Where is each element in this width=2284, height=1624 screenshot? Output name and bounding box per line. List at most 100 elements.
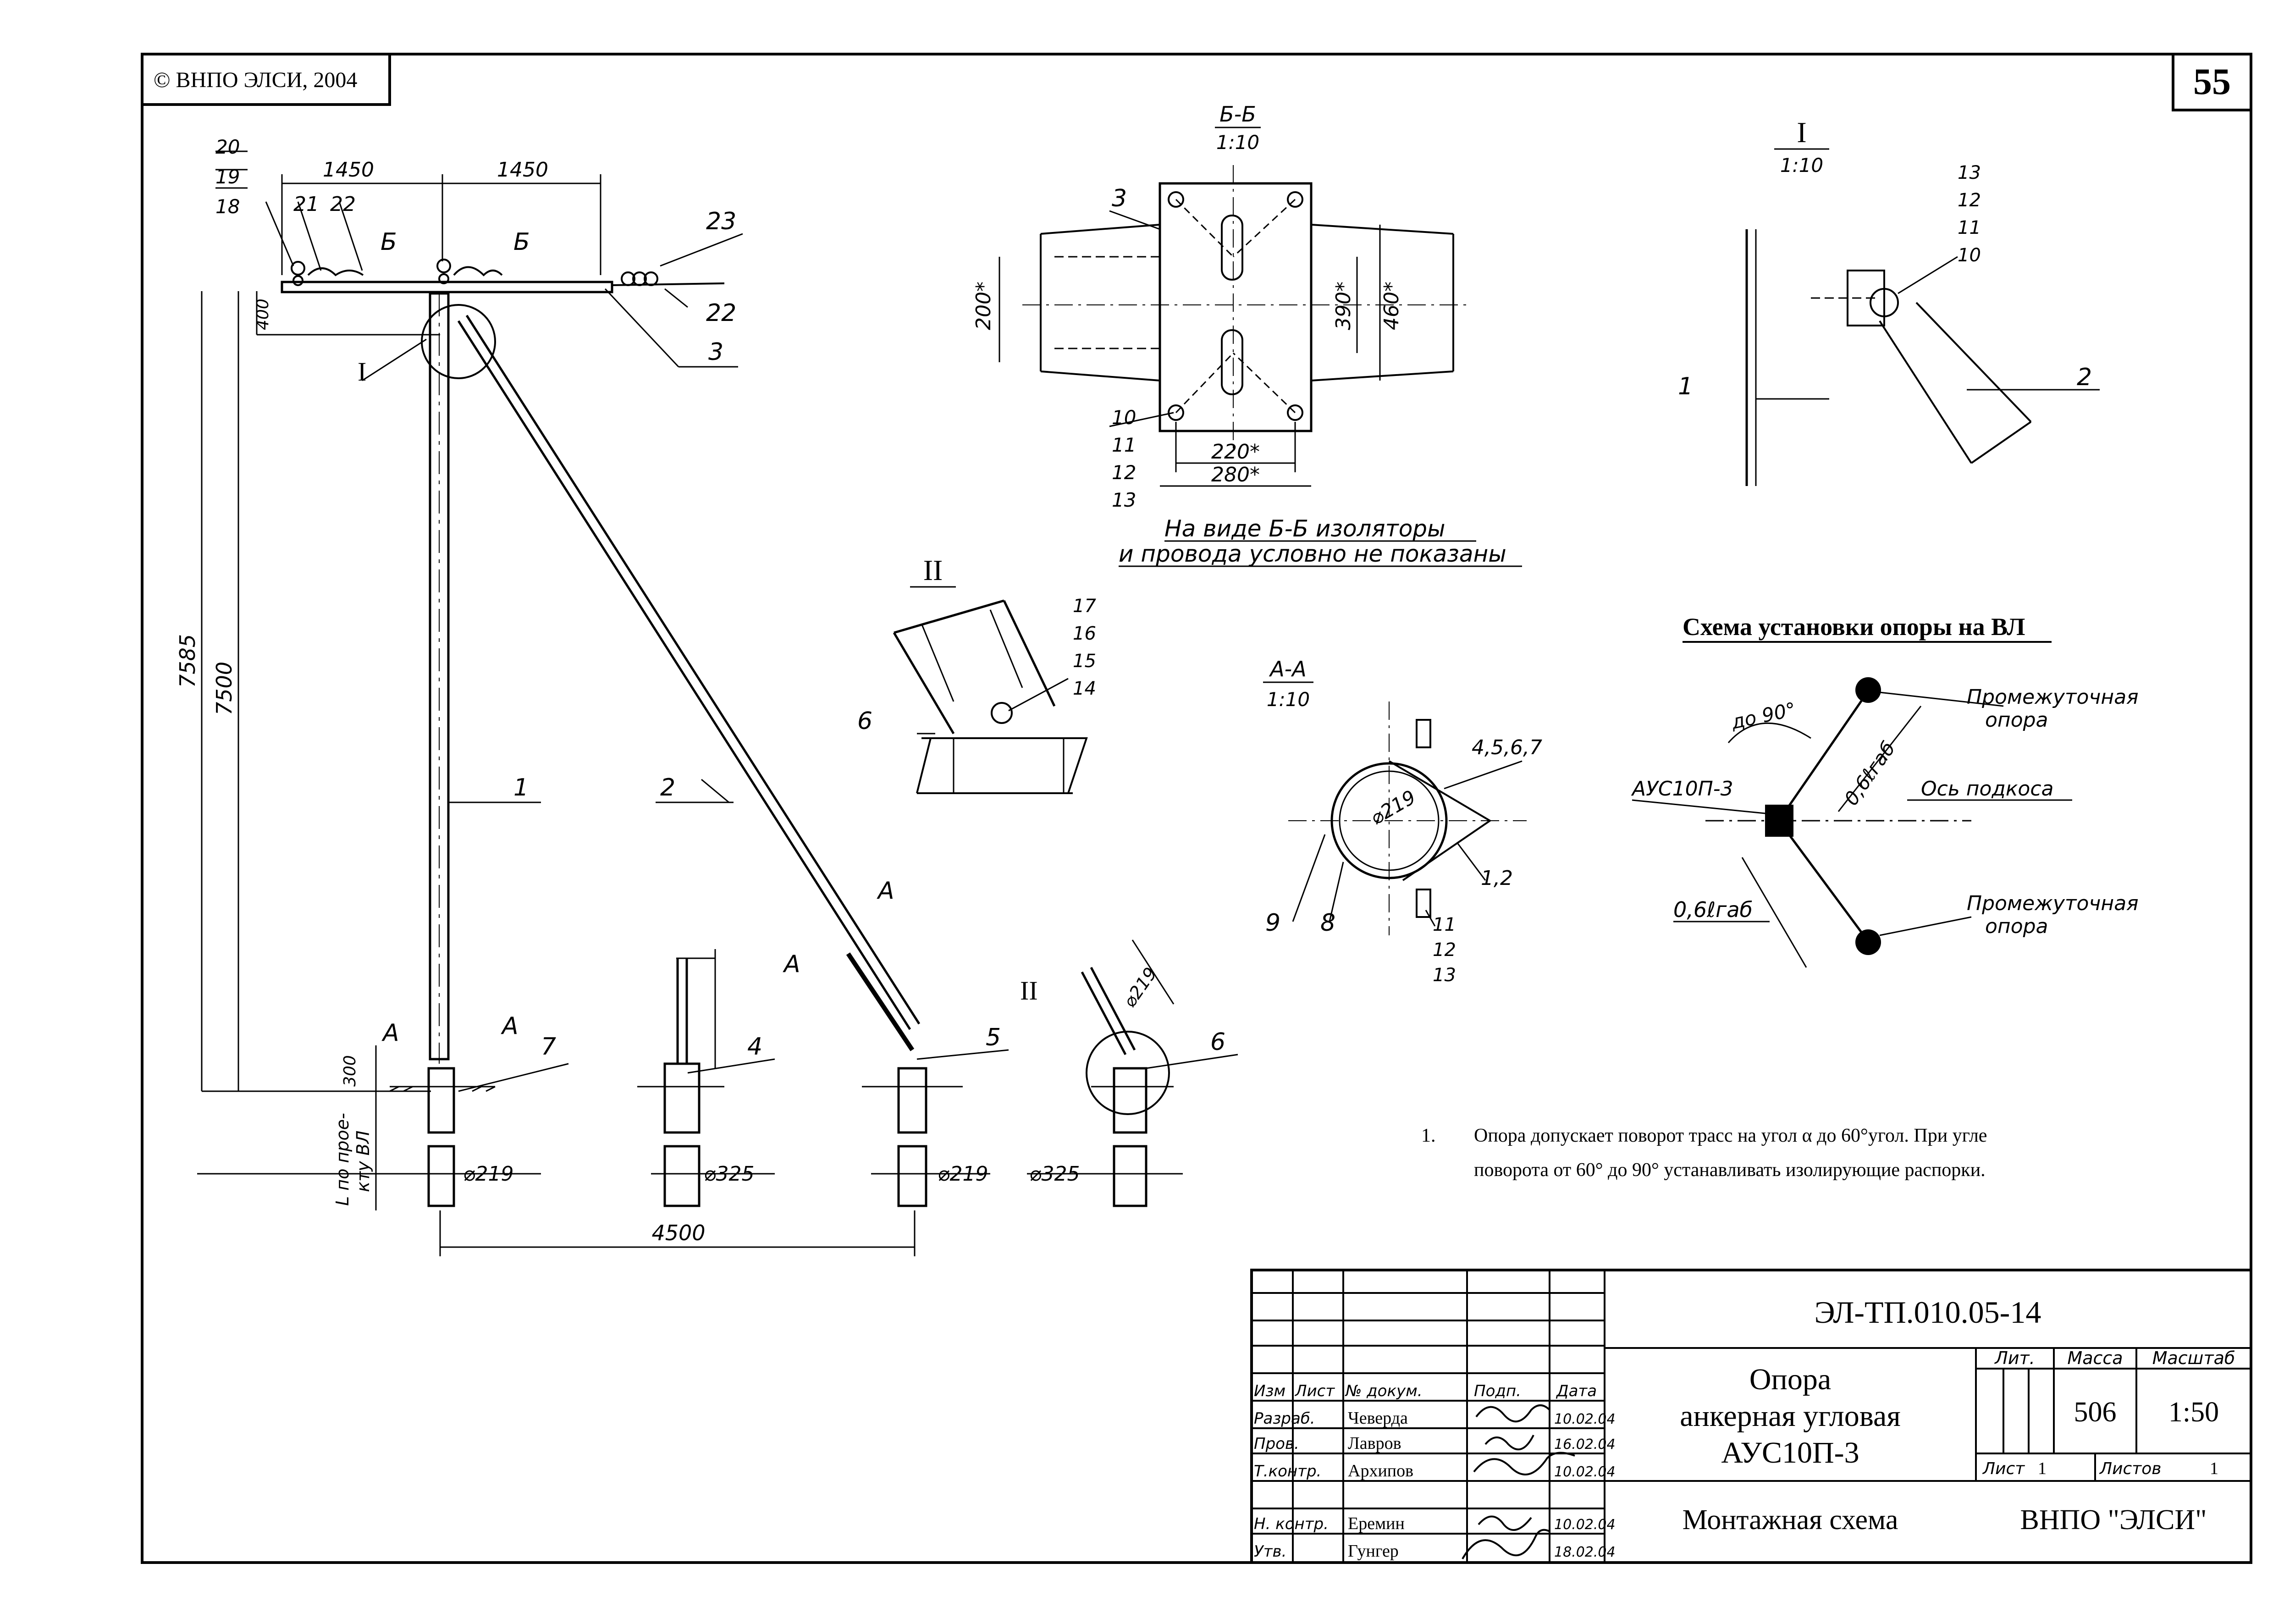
view-I: I 1:10 1 2 10 11 12 13: [1678, 116, 2100, 486]
insulator-left: [291, 261, 364, 286]
dim-base: 4500: [651, 1221, 705, 1245]
section-aa-diam: ⌀219: [1367, 785, 1420, 829]
pos-1-main: 1: [513, 774, 529, 801]
date-row-6: 18.02.04: [1554, 1544, 1616, 1560]
sheet-number: 55: [2193, 61, 2231, 102]
col-header-izm: Изм: [1254, 1382, 1285, 1400]
dim-right-half: 1450: [497, 158, 548, 182]
pos-16-view-II: 16: [1073, 623, 1096, 644]
detail-6: [1081, 967, 1174, 1207]
scheme-intermediate-bottom-marker: [1855, 929, 1881, 955]
pos-3-main: 3: [708, 338, 723, 366]
dimensions-main: [197, 174, 1183, 1256]
pos-2-view-I: 2: [2077, 364, 2092, 391]
pos-5-main: 5: [986, 1024, 1001, 1051]
sheets-value: 1: [2210, 1459, 2218, 1478]
scheme-intermediate-bottom-2: опора: [1985, 915, 2048, 938]
pos-8-aa: 8: [1320, 909, 1335, 937]
section-bb-title: Б-Б: [1219, 102, 1256, 127]
scale-value: 1:50: [2168, 1397, 2219, 1428]
scheme-intermediate-bottom-1: Промежуточная: [1967, 892, 2139, 915]
name-row-2: Лавров: [1348, 1434, 1401, 1453]
mass-header: Масса: [2067, 1348, 2123, 1368]
scheme-intermediate-top-1: Промежуточная: [1967, 685, 2139, 709]
diam-detail-6: ⌀325: [1029, 1162, 1080, 1186]
diam-detail-II: ⌀219: [1119, 964, 1161, 1011]
callout-label-I: I: [358, 357, 366, 387]
pos-11-aa: 11: [1433, 914, 1456, 935]
section-bb-plate: [1159, 182, 1313, 432]
pos-11-view-I: 11: [1958, 217, 1981, 238]
section-aa: А-А 1:10 ⌀219 4,5,6,7 1,2 8 9 11 12 13: [1263, 657, 1542, 986]
pos-3-bb: 3: [1112, 185, 1127, 212]
role-row-2: Пров.: [1254, 1435, 1299, 1453]
section-mark-b-right: Б: [513, 228, 530, 256]
pos-22-main: 22: [330, 193, 356, 216]
name-row-6: Гунгер: [1348, 1541, 1399, 1561]
col-header-date: Дата: [1556, 1382, 1597, 1400]
insulator-middle: [436, 259, 503, 284]
note-number: 1.: [1421, 1125, 1436, 1146]
lit-header: Лит.: [1994, 1348, 2035, 1368]
pos-19-main: 19: [215, 166, 240, 188]
view-I-scale: 1:10: [1780, 154, 1823, 177]
dim-left-half: 1450: [323, 158, 374, 182]
col-header-doc: № докум.: [1345, 1382, 1423, 1400]
pos-18-main: 18: [215, 195, 240, 218]
name-row-1: Чеверда: [1348, 1409, 1408, 1428]
section-bb-note-2: и провода условно не показаны: [1119, 541, 1506, 567]
pos-4567-aa: 4,5,6,7: [1472, 736, 1542, 759]
diam-brace: ⌀219: [938, 1162, 988, 1186]
pos-13-view-I: 13: [1958, 162, 1981, 183]
pos-1-view-I: 1: [1678, 373, 1693, 400]
pos-20-main: 20: [215, 136, 240, 158]
section-mark-b-left: Б: [381, 228, 397, 256]
scheme-span-top: 0,6ℓгаб: [1840, 737, 1900, 809]
pos-4-main: 4: [747, 1033, 762, 1061]
scheme-angle: до 90°: [1729, 698, 1798, 734]
foundation-brace: [862, 1067, 963, 1207]
scheme-support-marker: [1765, 805, 1793, 837]
date-row-2: 16.02.04: [1554, 1436, 1616, 1453]
pos-14-view-II: 14: [1073, 678, 1096, 699]
col-header-list: Лист: [1294, 1382, 1335, 1400]
pos-22-right: 22: [706, 299, 736, 327]
dim-460: 460*: [1380, 282, 1403, 330]
sheet-frame: [141, 53, 2252, 1564]
pos-2-main: 2: [660, 774, 675, 801]
note-line-1: Опора допускает поворот трасс на угол α …: [1474, 1125, 1987, 1146]
section-mark-a-brace-left: А: [783, 950, 800, 978]
name-row-3: Архипов: [1348, 1461, 1413, 1480]
dim-390: 390*: [1332, 282, 1355, 330]
section-bb: Б-Б 1:10 200* 390* 460* 220* 280*: [972, 102, 1522, 567]
pos-12b-aa: 12: [1433, 939, 1456, 961]
notes: 1. Опора допускает поворот трасс на угол…: [1421, 1125, 1987, 1181]
scheme-support-label: АУС10П-3: [1631, 777, 1733, 801]
name-row-5: Еремин: [1348, 1514, 1405, 1533]
note-line-2: поворота от 60° до 90° устанавливать изо…: [1474, 1160, 1986, 1181]
pos-12-view-I: 12: [1958, 190, 1981, 211]
doc-code: ЭЛ-ТП.010.05-14: [1815, 1295, 2041, 1330]
pos-23-main: 23: [706, 208, 736, 235]
detail-4: [637, 949, 724, 1207]
pos-7-main: 7: [541, 1033, 556, 1061]
organization: ВНПО "ЭЛСИ": [2020, 1504, 2207, 1536]
view-II: II 6 14 15 16 17: [857, 554, 1096, 794]
view-I-title: I: [1797, 116, 1806, 149]
pos-10-view-I: 10: [1958, 245, 1981, 266]
pos-6-main: 6: [1210, 1028, 1225, 1056]
scheme-intermediate-top-2: опора: [1985, 708, 2048, 732]
section-bb-scale: 1:10: [1216, 131, 1259, 154]
signatures: [1462, 1404, 1575, 1559]
dim-total-height: 7585: [175, 634, 200, 688]
section-aa-title: А-А: [1269, 657, 1307, 681]
callout-label-II: II: [1020, 976, 1038, 1005]
role-row-1: Разраб.: [1254, 1409, 1315, 1428]
depth-label-2: кту ВЛ: [353, 1131, 373, 1192]
dim-pole-height: 7500: [212, 662, 237, 715]
sheet-number-box: [2172, 53, 2252, 111]
role-row-5: Н. контр.: [1254, 1515, 1329, 1533]
role-row-3: Т.контр.: [1254, 1462, 1321, 1480]
section-aa-scale: 1:10: [1267, 688, 1310, 711]
